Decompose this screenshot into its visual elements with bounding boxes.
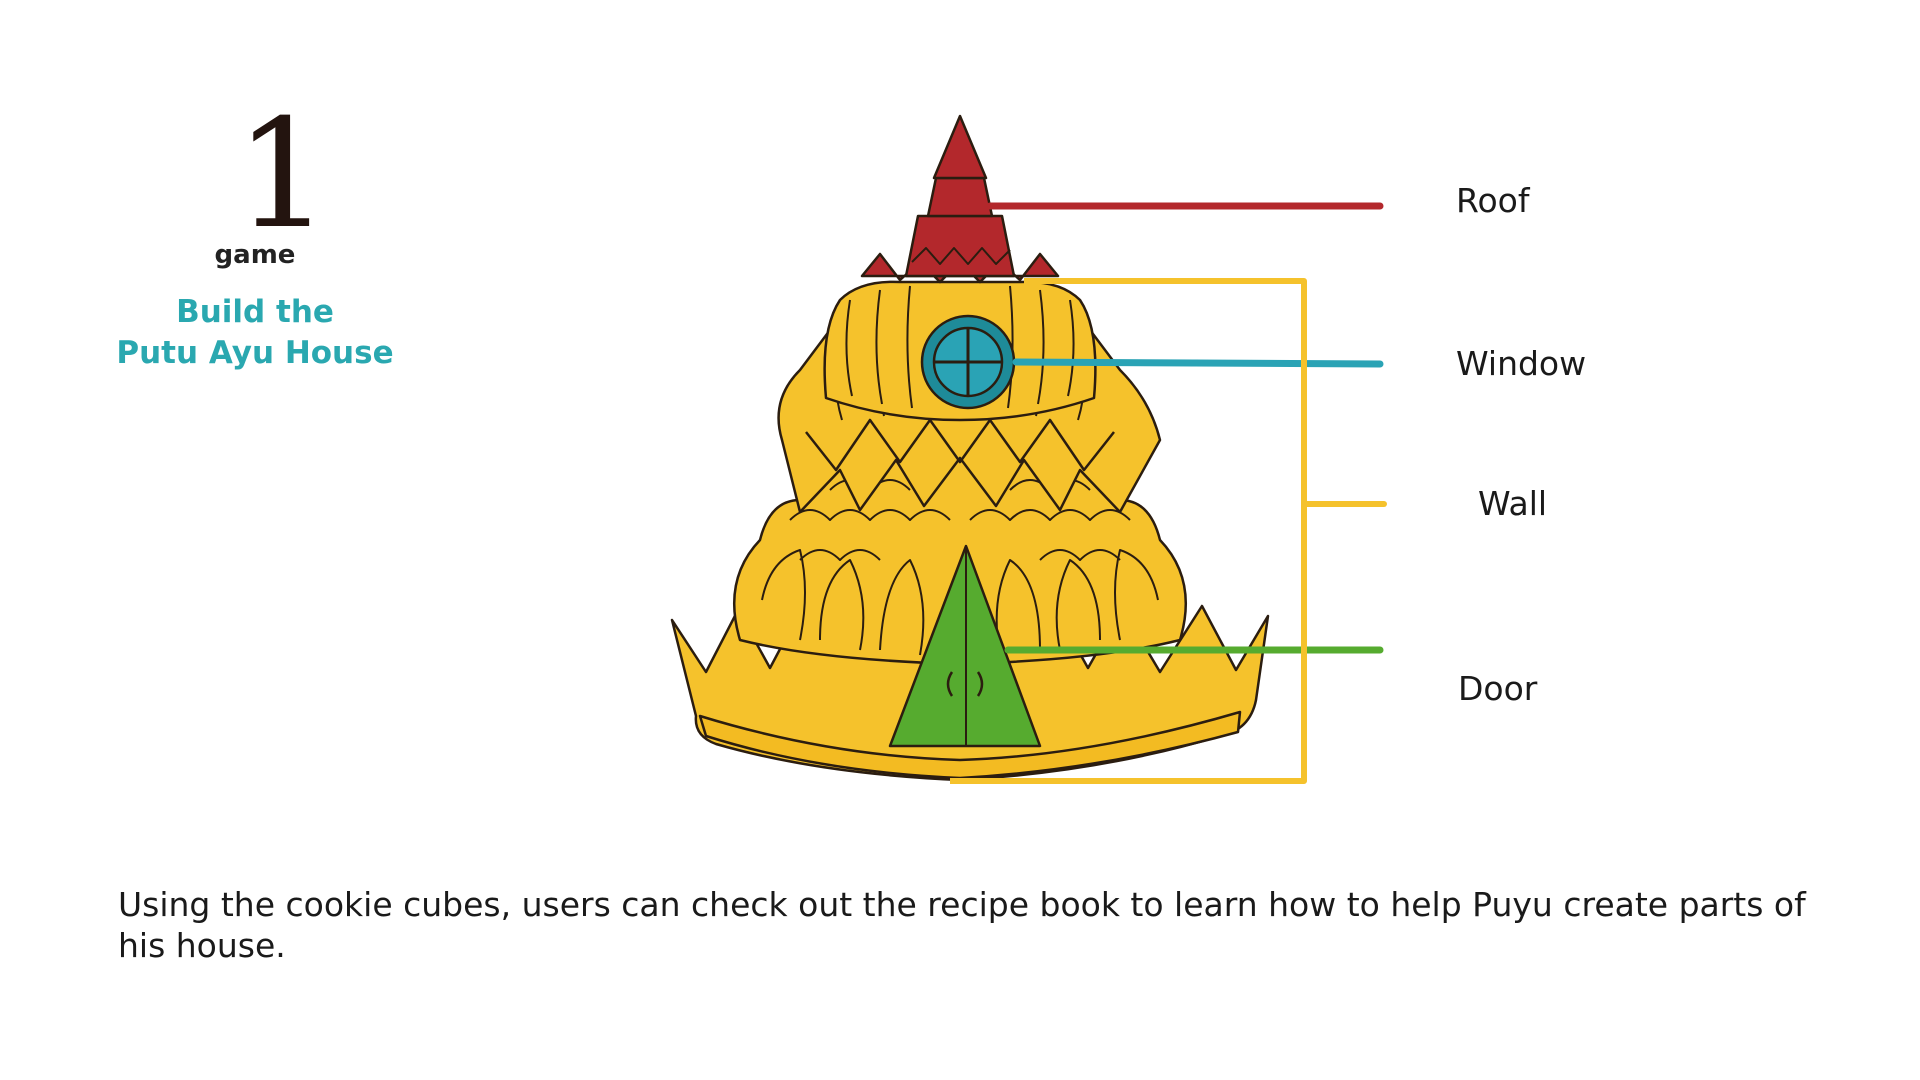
roof-spire: [932, 114, 988, 180]
window-label: Window: [1456, 344, 1587, 383]
description-text: Using the cookie cubes, users can check …: [118, 885, 1806, 965]
door-label: Door: [1458, 669, 1538, 708]
roof-label: Roof: [1456, 181, 1530, 220]
window-part: [920, 314, 1016, 410]
step-kind: game: [214, 240, 296, 270]
wall-base-band: [698, 710, 1242, 780]
door-part: [888, 544, 1042, 748]
roof-upper-tier: [926, 176, 994, 218]
game-title-line-1: Build the: [176, 294, 334, 330]
wall-callout-bracket: [950, 278, 1307, 784]
door-handle-left: [946, 671, 954, 697]
roof-zigzag: [911, 247, 1011, 265]
game-title: Build the Putu Ayu House: [90, 292, 420, 374]
roof-lower-tier: [904, 214, 1016, 278]
window-callout-line: [1012, 358, 1384, 368]
game-title-line-2: Putu Ayu House: [116, 335, 394, 371]
wall-middle-zigzag: [805, 418, 1115, 472]
roof-part: [860, 114, 1060, 284]
door-handle-right: [976, 671, 984, 697]
wall-label: Wall: [1478, 484, 1548, 523]
